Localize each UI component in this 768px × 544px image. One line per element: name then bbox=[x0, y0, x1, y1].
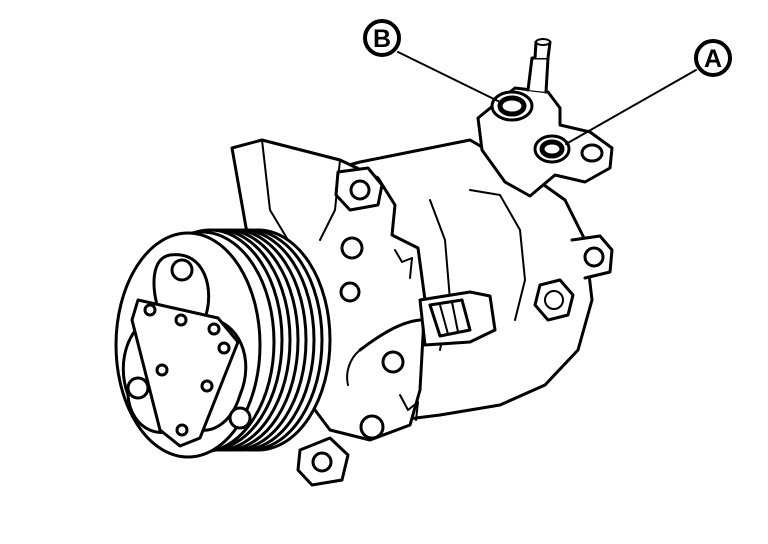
port-a bbox=[533, 134, 571, 164]
callout-b-label: B bbox=[373, 25, 391, 53]
pulley bbox=[114, 228, 332, 459]
port-manifold bbox=[476, 38, 614, 198]
callout-a: A bbox=[565, 39, 732, 145]
port-b bbox=[490, 90, 534, 122]
callout-a-label: A bbox=[704, 45, 722, 73]
electrical-connector bbox=[346, 290, 497, 386]
callout-b: B bbox=[363, 19, 501, 103]
front-bracket bbox=[230, 138, 427, 487]
